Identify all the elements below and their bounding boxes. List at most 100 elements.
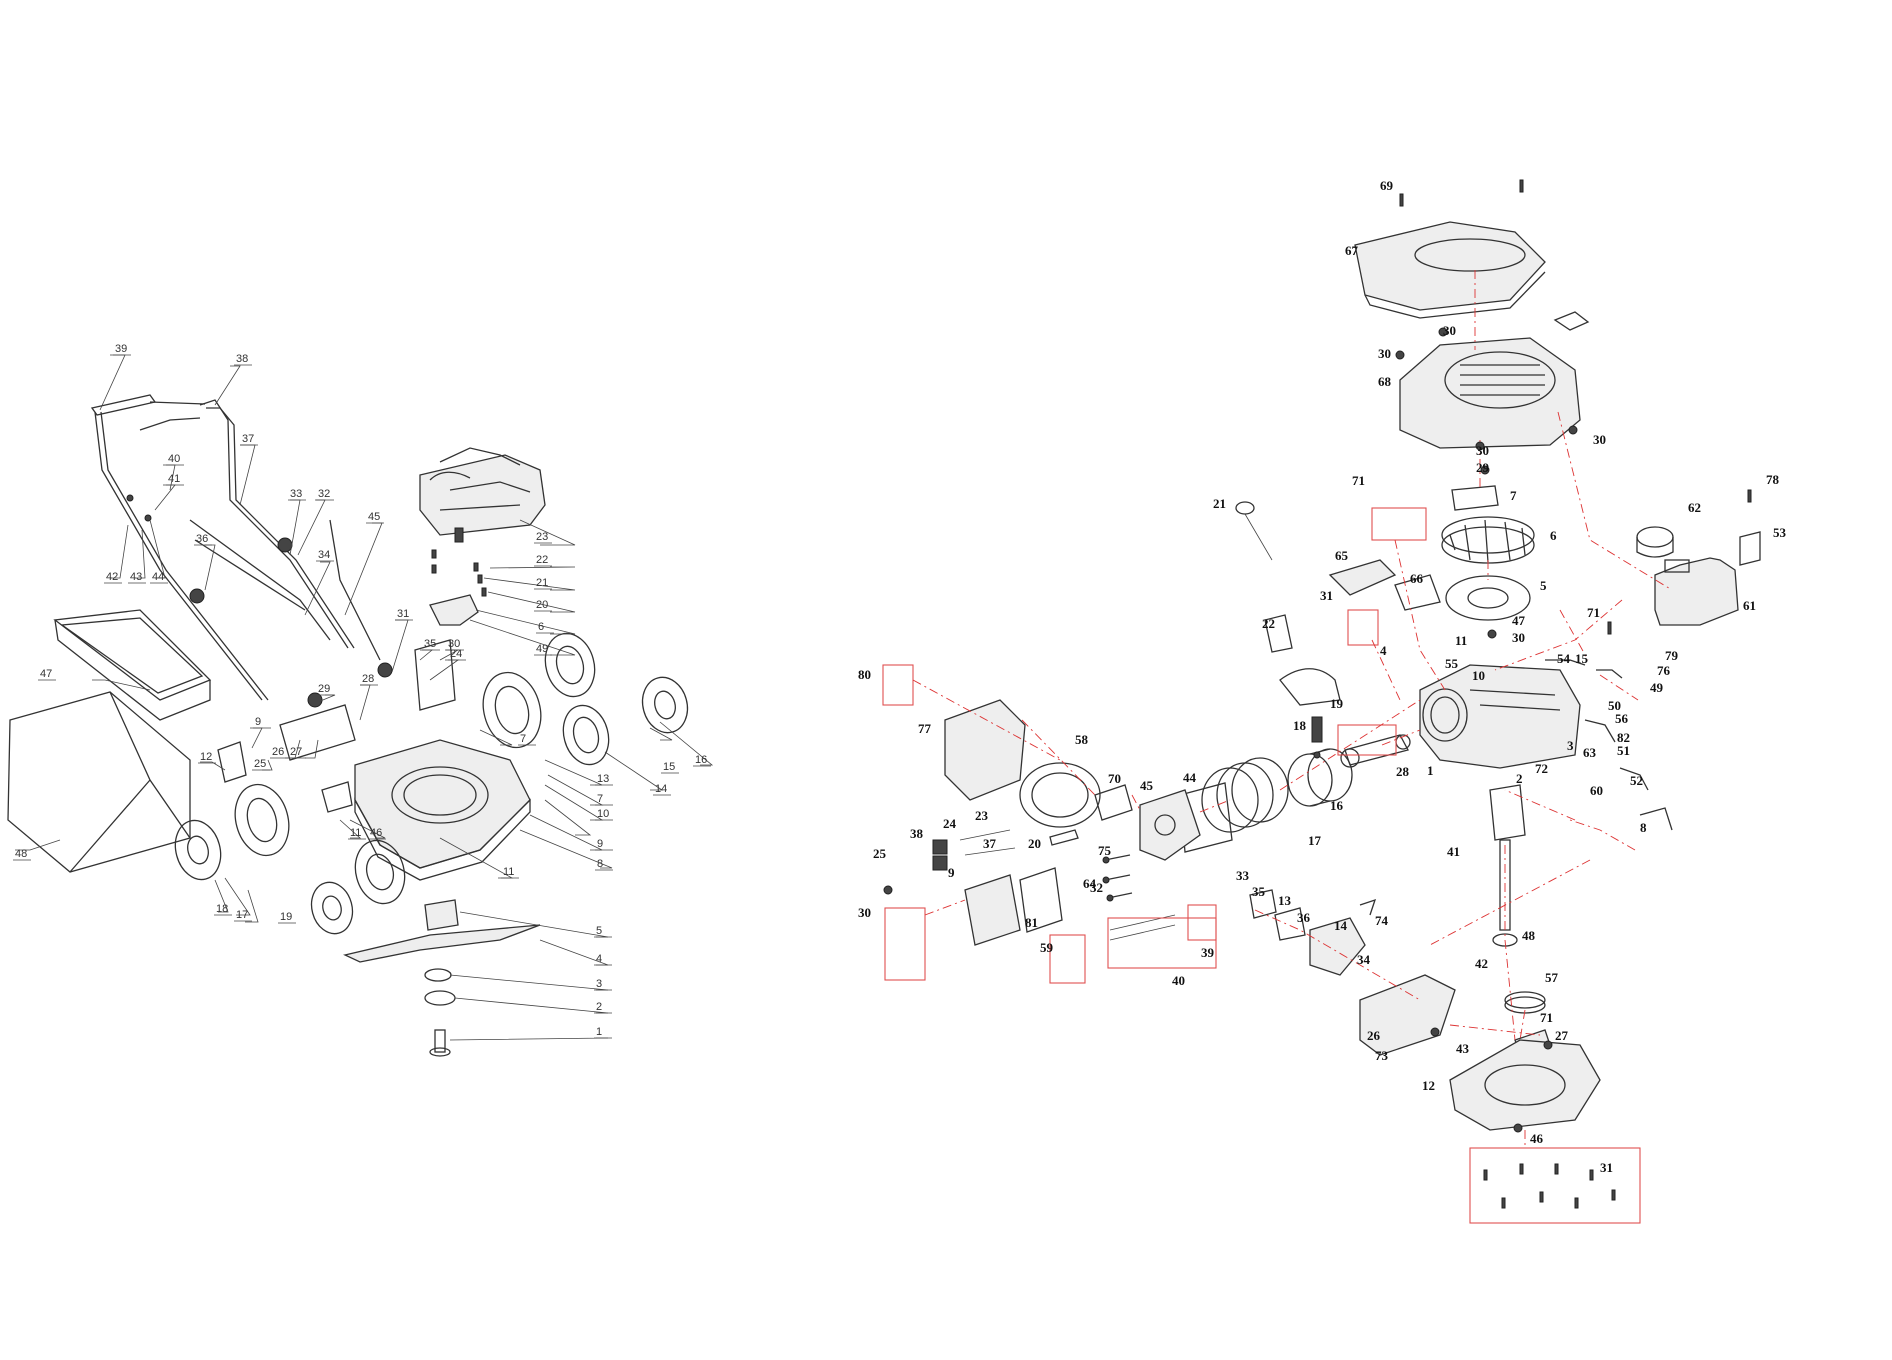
callout-m28: 28 xyxy=(362,673,374,685)
intake-valve xyxy=(959,829,1011,841)
callout-m23: 23 xyxy=(536,531,548,543)
callout-e38: 38 xyxy=(910,826,924,841)
callout-e72: 72 xyxy=(1535,761,1548,776)
wheel-front-right xyxy=(562,704,610,766)
callout-m39: 39 xyxy=(115,343,127,355)
carb-insulator xyxy=(1274,907,1306,941)
callout-m25: 25 xyxy=(254,758,266,770)
callout-m42: 42 xyxy=(106,571,118,583)
callout-m9b: 9 xyxy=(597,838,603,850)
callout-e10: 10 xyxy=(1472,668,1485,683)
callout-e57: 57 xyxy=(1545,970,1559,985)
mower-deck xyxy=(354,739,531,881)
exhaust-gasket xyxy=(1094,784,1133,821)
exhaust-valve xyxy=(964,847,1016,856)
callout-e33: 33 xyxy=(1236,868,1250,883)
callout-e31a: 31 xyxy=(1320,588,1333,603)
callout-m12: 12 xyxy=(200,751,212,763)
coil-bracket xyxy=(1394,574,1441,611)
side-bracket xyxy=(414,639,456,711)
dipstick xyxy=(1235,501,1273,561)
callout-m7a: 7 xyxy=(520,733,526,745)
callout-e30c: 30 xyxy=(1593,432,1606,447)
engine-assembly xyxy=(882,179,1761,1224)
callout-m35: 35 xyxy=(424,638,436,650)
callout-m11b: 11 xyxy=(350,827,361,839)
piston xyxy=(1287,748,1353,807)
crankcase-cover xyxy=(1449,1039,1601,1131)
callout-e20: 20 xyxy=(1028,836,1041,851)
callout-e14: 14 xyxy=(1334,918,1348,933)
callout-m31: 31 xyxy=(397,608,409,620)
callout-e74: 74 xyxy=(1375,913,1389,928)
callout-e52: 52 xyxy=(1630,773,1643,788)
callout-e30e: 30 xyxy=(1512,630,1525,645)
mower-assembly xyxy=(7,354,714,1057)
spark-plug xyxy=(1049,829,1079,846)
callout-e64: 64 xyxy=(1083,876,1097,891)
callout-e35: 35 xyxy=(1252,884,1266,899)
assembly-lines xyxy=(912,270,1673,1148)
callout-m18: 18 xyxy=(216,903,228,915)
wheel-front-top xyxy=(482,671,542,749)
callout-m9: 9 xyxy=(255,716,261,728)
callout-e60: 60 xyxy=(1590,783,1603,798)
callout-m14: 14 xyxy=(655,783,667,795)
callout-e37: 37 xyxy=(983,836,997,851)
callout-e31b: 31 xyxy=(1600,1160,1613,1175)
callout-m30: 30 xyxy=(448,638,460,650)
callout-m41: 41 xyxy=(168,473,180,485)
callout-m11a: 11 xyxy=(503,866,514,878)
valve-cover-gasket xyxy=(1019,867,1063,933)
callout-e18: 18 xyxy=(1293,718,1307,733)
callout-e80: 80 xyxy=(858,667,871,682)
wheel-hubcap-bottom xyxy=(310,881,354,935)
callout-e16: 16 xyxy=(1330,798,1344,813)
callout-m4: 4 xyxy=(596,953,602,965)
callout-e2: 2 xyxy=(1516,771,1523,786)
callout-e9: 9 xyxy=(948,865,955,880)
callout-e56: 56 xyxy=(1615,711,1629,726)
callout-e30f: 30 xyxy=(858,905,871,920)
wheel-far-right xyxy=(641,676,689,734)
callout-m22: 22 xyxy=(536,554,548,566)
callout-e71a: 71 xyxy=(1352,473,1365,488)
callout-m15: 15 xyxy=(663,761,675,773)
engine-small-parts xyxy=(883,179,1752,1133)
fuel-cap xyxy=(1636,526,1674,558)
callout-e62: 62 xyxy=(1688,500,1701,515)
callout-e81: 81 xyxy=(1025,915,1038,930)
callout-e44: 44 xyxy=(1183,770,1197,785)
callout-e25: 25 xyxy=(873,846,887,861)
callout-e7: 7 xyxy=(1510,488,1517,503)
callout-e71c: 71 xyxy=(1540,1010,1553,1025)
callout-m36: 36 xyxy=(196,533,208,545)
callout-m21: 21 xyxy=(536,577,548,589)
callout-e71b: 71 xyxy=(1587,605,1600,620)
carburetor xyxy=(1309,917,1366,976)
callout-e75: 75 xyxy=(1098,843,1112,858)
callout-m19: 19 xyxy=(280,911,292,923)
callout-e41: 41 xyxy=(1447,844,1460,859)
crankcase-bolts xyxy=(1469,1147,1641,1224)
valve-cover xyxy=(964,874,1021,946)
callout-e26: 26 xyxy=(1367,1028,1381,1043)
callout-e34: 34 xyxy=(1357,952,1371,967)
callout-m40: 40 xyxy=(168,453,180,465)
callout-m49: 49 xyxy=(536,643,548,655)
callout-e76: 76 xyxy=(1657,663,1671,678)
handle xyxy=(90,394,381,701)
blade-bolt xyxy=(429,1029,451,1057)
top-cover xyxy=(1354,221,1546,319)
callout-e68: 68 xyxy=(1378,374,1392,389)
callout-e66: 66 xyxy=(1410,571,1424,586)
callout-m7b: 7 xyxy=(597,793,603,805)
fuel-tank xyxy=(1654,557,1739,626)
callout-m34: 34 xyxy=(318,549,330,561)
callout-m45: 45 xyxy=(368,511,380,523)
callout-e13: 13 xyxy=(1278,893,1292,908)
heat-shield xyxy=(944,699,1026,801)
bolt-group-31-upper xyxy=(1347,609,1379,646)
grass-bag-frame xyxy=(53,609,212,721)
mower-engine xyxy=(419,447,546,543)
